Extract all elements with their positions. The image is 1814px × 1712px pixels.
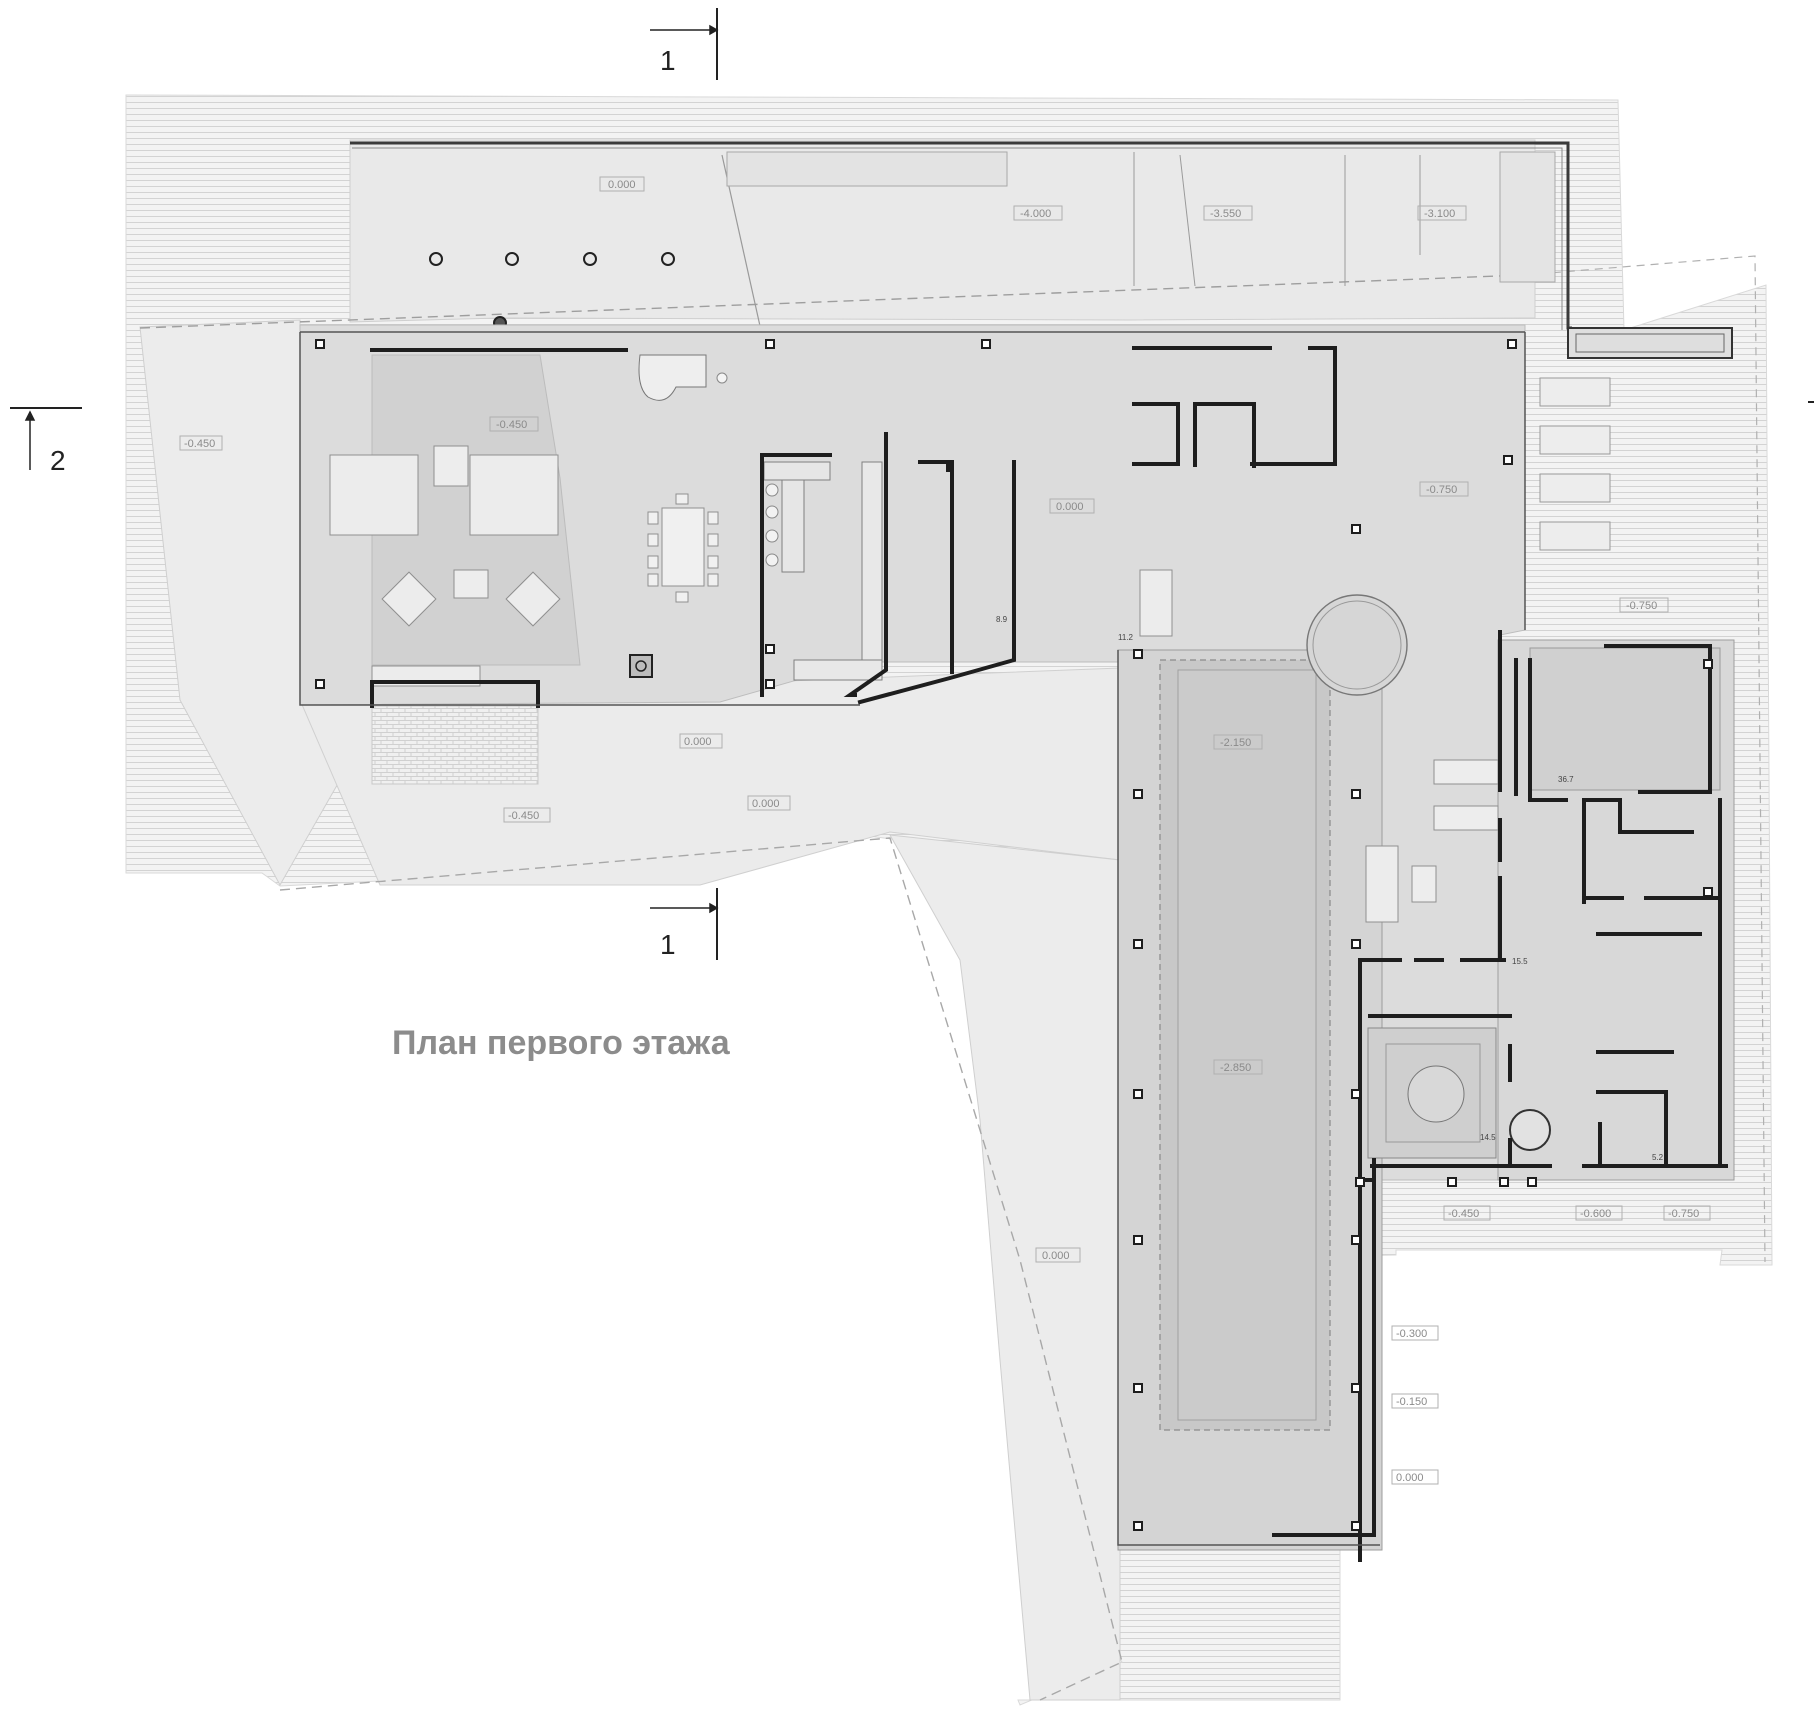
retaining-wall (350, 141, 1733, 551)
armchair (505, 571, 561, 627)
level-marks: 0.000 -4.000 -3.550 -3.100 -0.450 -0.450… (179, 176, 1711, 1485)
level-mark: 0.000 (1056, 501, 1084, 513)
round-shower (1509, 1109, 1551, 1151)
grand-piano (638, 354, 707, 401)
massage-table (1433, 759, 1499, 785)
thin-walls (299, 331, 1526, 1546)
upper-stair-right (1499, 151, 1556, 283)
planter-box (1567, 327, 1733, 359)
sun-lounger (1539, 425, 1611, 455)
coffee-table (453, 569, 489, 599)
level-mark: -0.450 (1448, 1208, 1479, 1220)
plan-title: План первого этажа (392, 1024, 730, 1062)
bar-stool (765, 553, 779, 567)
round-jacuzzi (1306, 594, 1408, 696)
spa-table (1411, 865, 1437, 903)
hall-sofa (1139, 569, 1173, 637)
room-number: 14.5 (1480, 1133, 1496, 1142)
room-numbers: 11.2 8.9 36.7 15.5 14.5 5.2 (996, 615, 1664, 1162)
yard-column (505, 252, 519, 266)
level-mark: 0.000 (1396, 1472, 1424, 1484)
sofa (329, 454, 419, 536)
level-mark: -2.850 (1220, 1062, 1251, 1074)
level-mark: -0.750 (1668, 1208, 1699, 1220)
level-mark: -0.450 (496, 419, 527, 431)
level-mark: -3.100 (1424, 208, 1455, 220)
level-mark: 0.000 (608, 179, 636, 191)
plunge-pool (1407, 1065, 1465, 1123)
level-mark: -0.450 (508, 810, 539, 822)
room-number: 36.7 (1558, 775, 1574, 784)
section-2-label: 2 (50, 445, 66, 476)
kitchen-bar (763, 461, 831, 481)
sun-lounger (1539, 521, 1611, 551)
level-mark: 0.000 (684, 736, 712, 748)
columns (315, 339, 1713, 1531)
level-mark: -0.150 (1396, 1396, 1427, 1408)
spa-sofa (1365, 845, 1399, 923)
section-markers (10, 8, 1814, 960)
level-mark: -3.550 (1210, 208, 1241, 220)
pool-basin (1177, 669, 1317, 1421)
bar-stool (765, 529, 779, 543)
room-number: 8.9 (996, 615, 1008, 624)
level-mark: -0.300 (1396, 1328, 1427, 1340)
north-yard (349, 139, 1536, 323)
room-number: 11.2 (1118, 633, 1134, 642)
room-number: 15.5 (1512, 957, 1528, 966)
section-1-top-label: 1 (660, 45, 676, 76)
sofa (469, 454, 559, 536)
level-mark: -0.750 (1426, 484, 1457, 496)
level-mark: -2.150 (1220, 737, 1251, 749)
massage-table (1433, 805, 1499, 831)
kitchen-counter-bottom (793, 659, 883, 681)
level-mark: 0.000 (752, 798, 780, 810)
level-mark: -0.450 (184, 438, 215, 450)
south-lower-terrace (889, 834, 1121, 1701)
room-number: 5.2 (1652, 1153, 1664, 1162)
sun-lounger (1539, 473, 1611, 503)
fireplace (629, 654, 653, 678)
armchair-pair (433, 445, 469, 487)
bar-stool (765, 505, 779, 519)
level-mark: -0.750 (1626, 600, 1657, 612)
roof-outline-east (1524, 255, 1766, 1263)
armchair (381, 571, 437, 627)
bedroom-zone (1529, 647, 1721, 791)
furniture (329, 354, 1551, 1159)
sun-lounger (1539, 377, 1611, 407)
level-mark: -0.600 (1580, 1208, 1611, 1220)
level-mark: -4.000 (1020, 208, 1051, 220)
dining-chairs (647, 493, 719, 603)
yard-column (429, 252, 443, 266)
section-1-bottom-label: 1 (660, 929, 676, 960)
bar-stool (765, 483, 779, 497)
level-mark: 0.000 (1042, 1250, 1070, 1262)
dining-table (661, 507, 705, 587)
piano-stool (716, 372, 728, 384)
kitchen-counter (861, 461, 883, 673)
roof-outline-south (279, 837, 1123, 1701)
upper-stair-left (726, 151, 1008, 187)
brick-patio (371, 705, 539, 785)
yard-column (661, 252, 675, 266)
roof-outline (139, 274, 1526, 329)
yard-column (583, 252, 597, 266)
